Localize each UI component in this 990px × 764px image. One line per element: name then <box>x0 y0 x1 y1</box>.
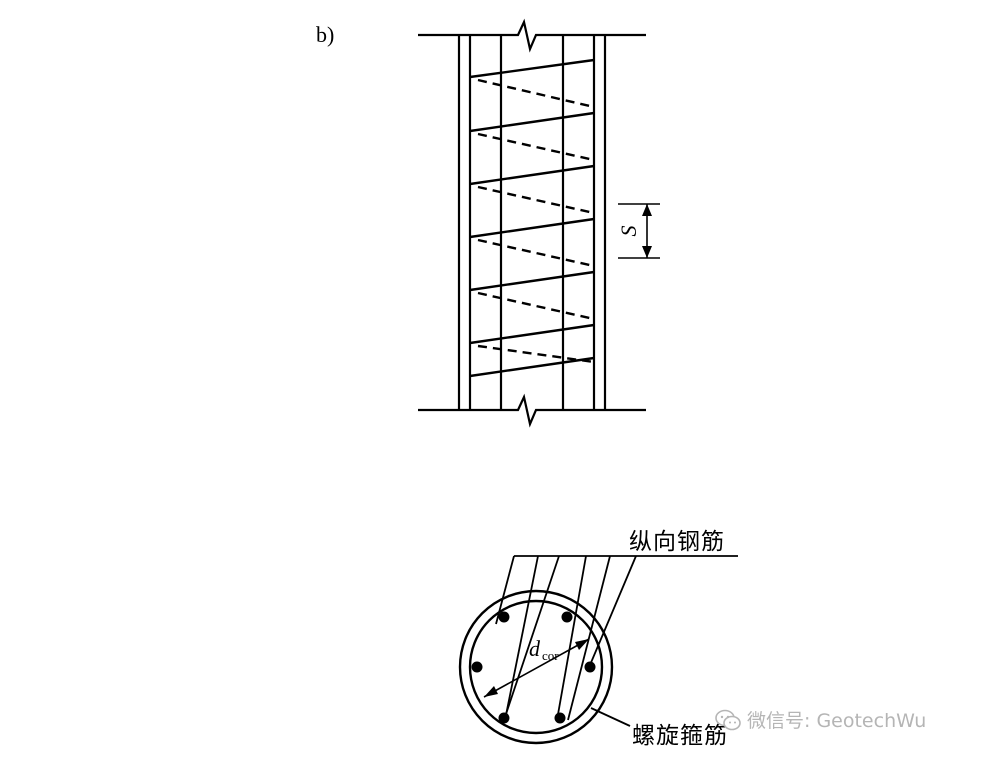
longitudinal-bars-section <box>471 611 596 724</box>
spacing-symbol: S <box>616 226 641 237</box>
spiral-stirrup <box>468 599 604 735</box>
watermark: 微信号: GeotechWu <box>715 706 926 733</box>
watermark-text: 微信号: GeotechWu <box>747 710 927 732</box>
bottom-break-line <box>418 393 646 428</box>
spiral-stirrup-label: 螺旋箍筋 <box>632 723 728 749</box>
longitudinal-bar-label: 纵向钢筋 <box>629 529 725 555</box>
column-elevation <box>418 18 660 428</box>
core-diameter-subscript: cor <box>542 648 559 663</box>
column-cross-section <box>458 555 738 745</box>
spacing-dimension <box>618 203 660 259</box>
top-break-line <box>418 18 646 53</box>
panel-label: b) <box>316 22 335 47</box>
spiral-back <box>477 78 595 364</box>
spiral-label-leader <box>590 707 631 727</box>
core-diameter-dimension <box>483 638 590 698</box>
wechat-icon <box>715 709 741 730</box>
column-outline <box>458 589 614 745</box>
spiral-front <box>469 58 595 378</box>
leader-lines <box>495 555 738 721</box>
